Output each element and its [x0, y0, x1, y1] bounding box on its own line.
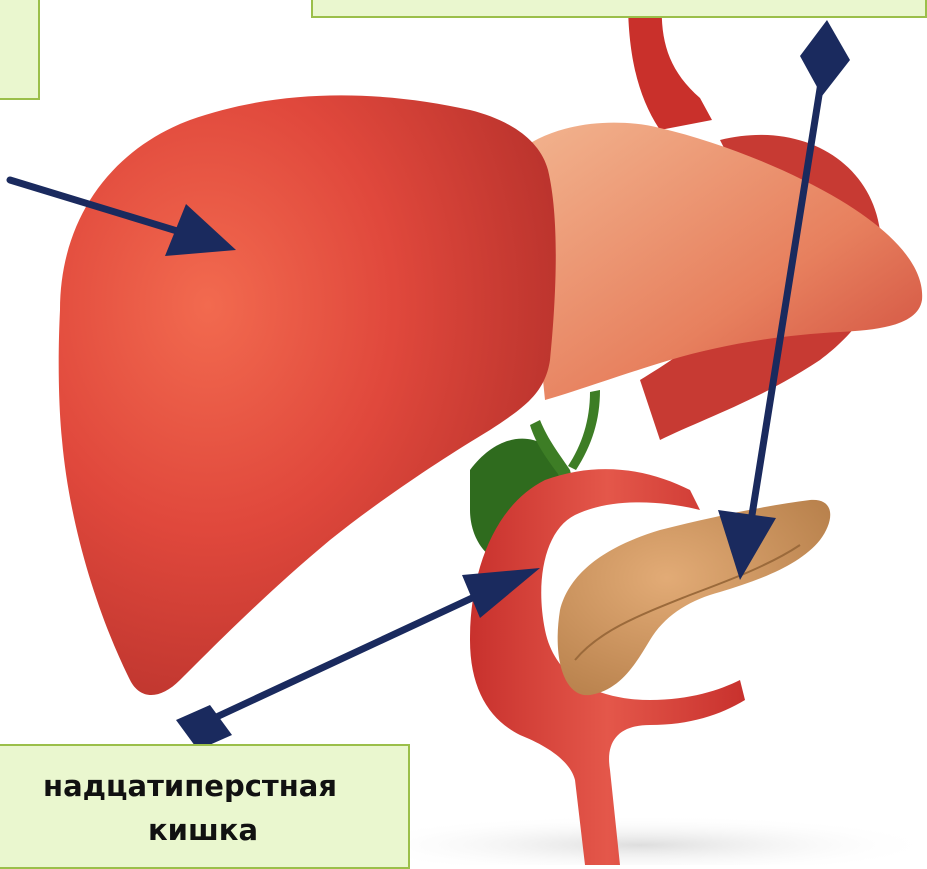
label-pancreas: [311, 0, 927, 18]
label-duodenum-line2: кишка: [0, 808, 408, 852]
esophagus: [628, 0, 712, 130]
pancreas: [558, 500, 831, 695]
label-liver: [0, 0, 40, 100]
bile-duct-branch: [568, 390, 600, 470]
label-duodenum: надцатиперстная кишка: [0, 744, 410, 869]
floor-shadow: [340, 815, 927, 865]
arrow-to-pancreas-tail-diamond: [800, 20, 850, 96]
label-duodenum-line1: надцатиперстная: [0, 764, 408, 808]
